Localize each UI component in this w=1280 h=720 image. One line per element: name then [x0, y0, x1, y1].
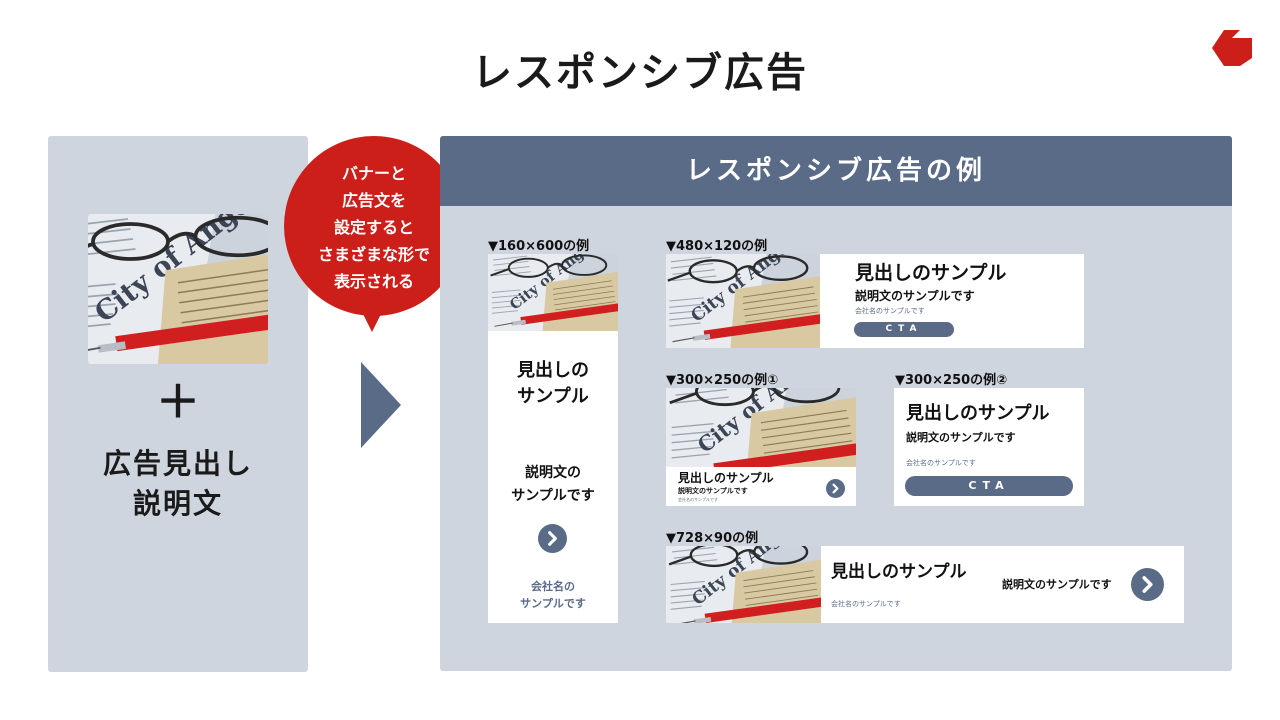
example-label-480x120: ▼480×120の例	[666, 239, 768, 254]
examples-panel: レスポンシブ広告の例 ▼160×600の例 見出しの サンプル 説明文の サンプ…	[440, 136, 1232, 671]
ad-headline: 見出しのサンプル	[831, 562, 967, 582]
headline-line: サンプル	[517, 386, 589, 407]
banner-image	[88, 214, 268, 364]
input-text-labels: 広告見出し 説明文	[48, 444, 308, 524]
plus-icon: ＋	[156, 377, 200, 428]
ad-image	[666, 254, 820, 348]
ad-headline: 見出しの サンプル	[488, 358, 618, 410]
ad-headline: 見出しのサンプル	[678, 471, 774, 485]
ad-company: 会社名のサンプルです	[831, 600, 901, 608]
input-panel: ＋ 広告見出し 説明文	[48, 136, 308, 672]
ad-description: 説明文のサンプルです	[855, 289, 975, 303]
ad-160x600[interactable]: 見出しの サンプル 説明文の サンプルです 会社名の サンプルです	[488, 254, 618, 623]
chevron-right-icon[interactable]	[538, 524, 567, 553]
ad-description: 説明文の サンプルです	[488, 462, 618, 508]
brand-logo	[1212, 30, 1252, 66]
ad-728x90[interactable]: 見出しのサンプル 会社名のサンプルです 説明文のサンプルです	[666, 546, 1184, 623]
callout-line: 設定すると	[333, 218, 414, 237]
examples-header: レスポンシブ広告の例	[440, 136, 1232, 206]
company-line: 会社名の	[531, 580, 575, 593]
cta-button[interactable]: CTA	[905, 476, 1073, 496]
example-label-300x250-2: ▼300×250の例②	[895, 373, 1008, 388]
description-line: 説明文の	[525, 465, 581, 481]
ad-description: 説明文のサンプルです	[906, 431, 1016, 444]
description-label: 説明文	[132, 487, 223, 520]
ad-company: 会社名のサンプルです	[906, 459, 976, 467]
example-label-728x90: ▼728×90の例	[666, 531, 759, 546]
callout-bubble: バナーと 広告文を 設定すると さまざまな形で 表示される	[284, 136, 464, 316]
ad-company: 会社名のサンプルです	[855, 307, 925, 315]
callout-line: 広告文を	[341, 191, 406, 210]
callout-line: 表示される	[333, 272, 414, 291]
headline-line: 見出しの	[517, 360, 589, 381]
ad-image	[666, 546, 821, 623]
ad-480x120[interactable]: 見出しのサンプル 説明文のサンプルです 会社名のサンプルです CTA	[666, 254, 1084, 348]
ad-image	[666, 388, 856, 467]
ad-image	[488, 254, 618, 331]
cta-button[interactable]: CTA	[854, 322, 954, 337]
example-label-300x250-1: ▼300×250の例①	[666, 373, 779, 388]
description-line: サンプルです	[511, 488, 595, 504]
callout-line: バナーと	[341, 164, 406, 183]
callout-text: バナーと 広告文を 設定すると さまざまな形で 表示される	[284, 160, 464, 295]
callout-line: さまざまな形で	[317, 245, 430, 264]
arrow-right-icon	[361, 362, 401, 448]
page-title: レスポンシブ広告	[472, 50, 808, 96]
ad-description: 説明文のサンプルです	[1002, 578, 1112, 591]
ad-300x250-2[interactable]: 見出しのサンプル 説明文のサンプルです 会社名のサンプルです CTA	[894, 388, 1084, 506]
ad-headline: 見出しのサンプル	[855, 262, 1007, 284]
ad-company: 会社名のサンプルです	[678, 497, 718, 502]
company-line: サンプルです	[520, 597, 586, 610]
chevron-right-icon[interactable]	[1131, 568, 1164, 601]
ad-300x250-1[interactable]: 見出しのサンプル 説明文のサンプルです 会社名のサンプルです	[666, 388, 856, 506]
ad-company: 会社名の サンプルです	[488, 578, 618, 612]
example-label-160x600: ▼160×600の例	[488, 239, 590, 254]
ad-description: 説明文のサンプルです	[678, 487, 748, 495]
chevron-right-icon[interactable]	[826, 479, 845, 498]
ad-headline: 見出しのサンプル	[906, 403, 1050, 424]
headline-label: 広告見出し	[102, 447, 253, 480]
